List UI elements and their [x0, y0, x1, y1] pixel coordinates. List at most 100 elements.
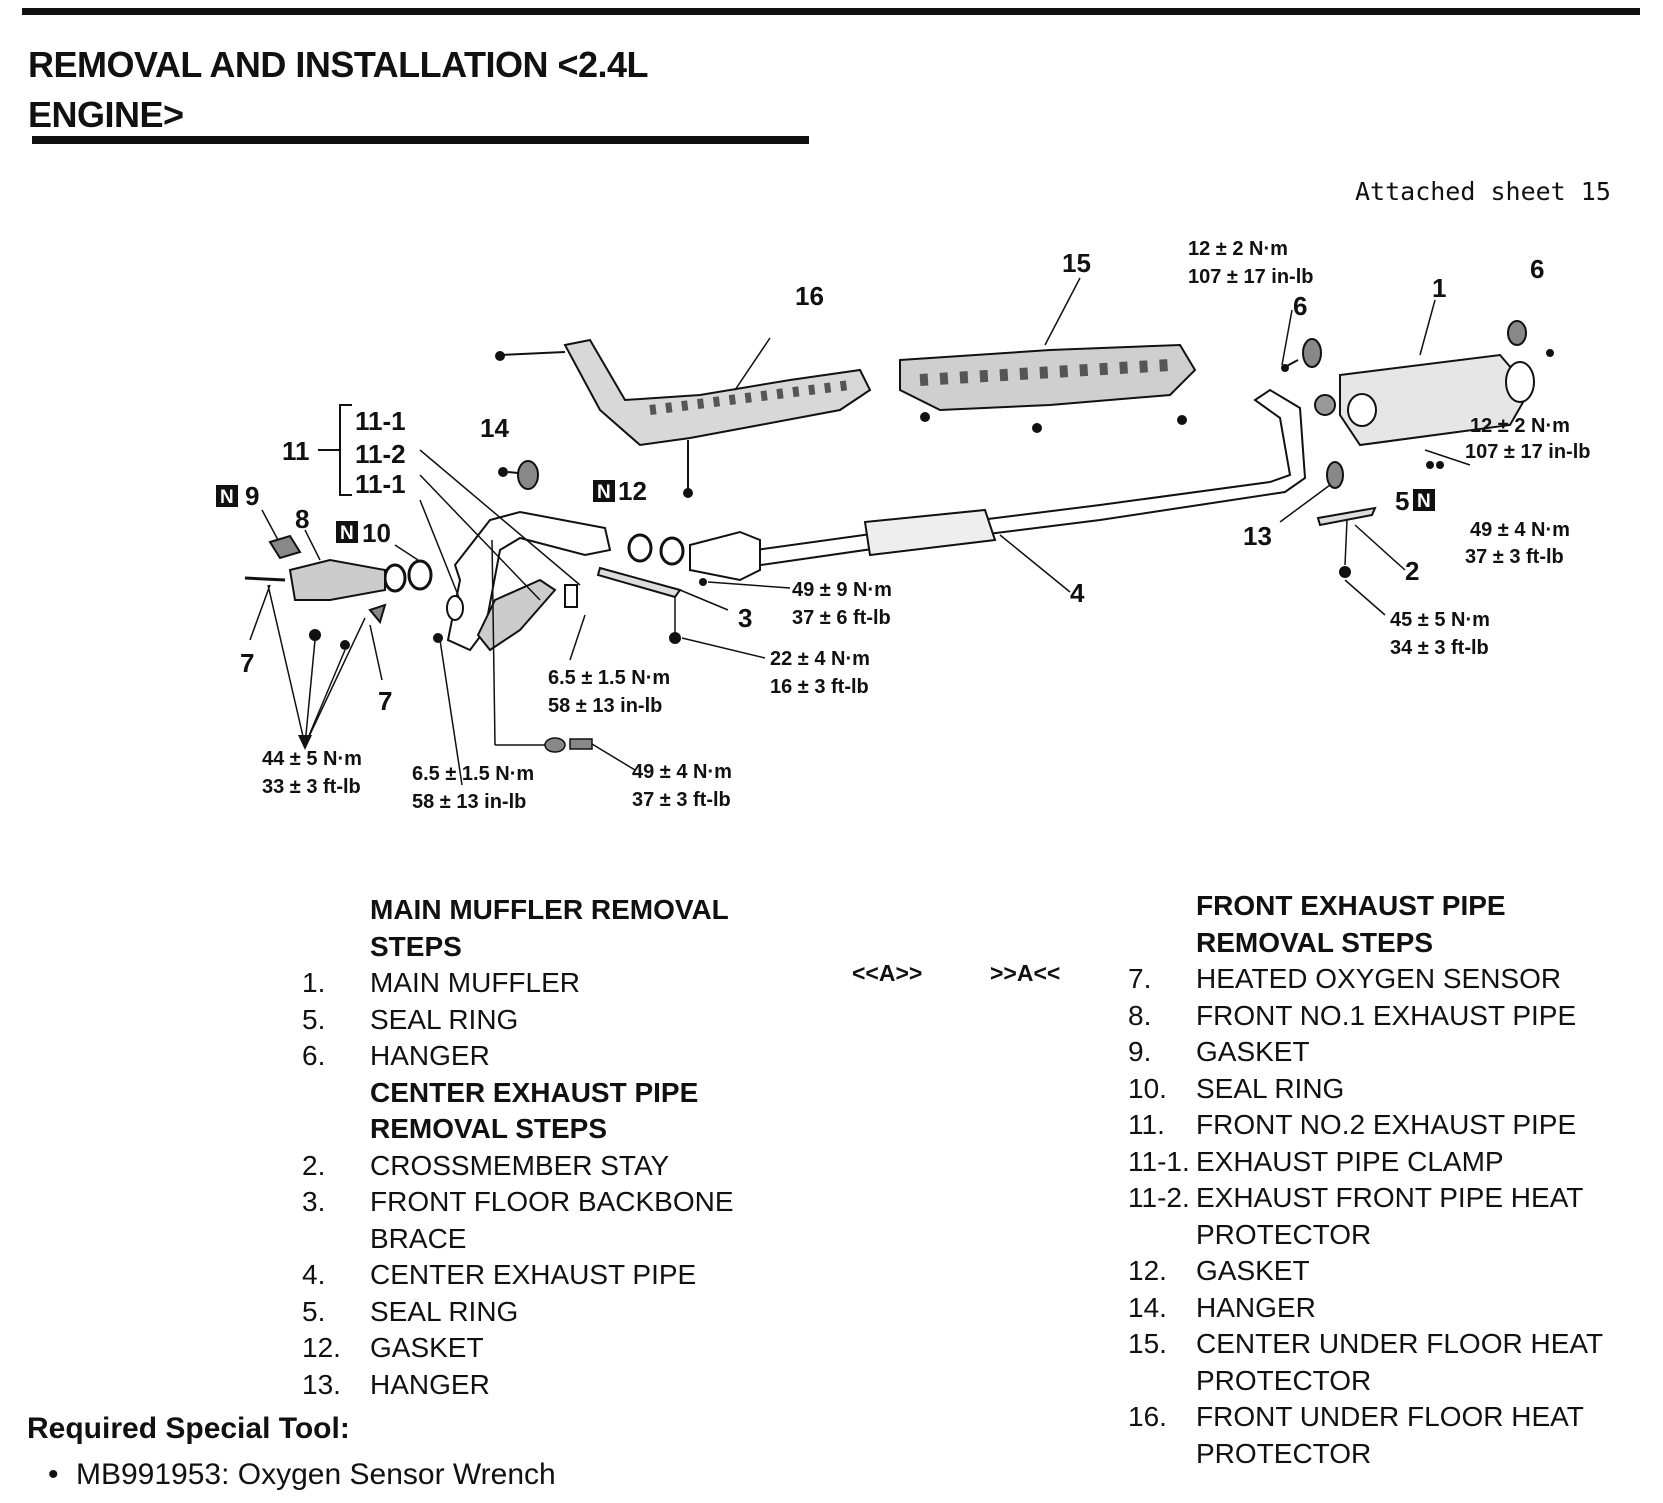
label-11-1a: 11-1 — [355, 406, 406, 436]
title-underline — [32, 136, 809, 144]
label-6a: 6 — [1293, 291, 1307, 321]
list-item: 1.MAIN MUFFLER — [302, 967, 580, 998]
hanger-14 — [517, 460, 539, 490]
front-pipe-header-1: FRONT EXHAUST PIPE — [1196, 890, 1506, 921]
front-floor-backbone-brace — [596, 566, 682, 599]
list-item: 11-1.EXHAUST PIPE CLAMP — [1128, 1145, 1504, 1177]
torque-22-ftlb: 16 ± 3 ft-lb — [770, 676, 869, 698]
label-11-1b: 11-1 — [355, 469, 406, 499]
special-tool-heading: Required Special Tool: — [27, 1412, 350, 1445]
page-title: REMOVAL AND INSTALLATION <2.4L ENGINE> — [28, 40, 788, 140]
front-no1-exhaust-pipe — [288, 558, 386, 601]
list-item: 5.SEAL RING — [302, 1003, 519, 1035]
torque-top-inlb: 107 ± 17 in-lb — [1188, 266, 1313, 288]
list-item: 2.CROSSMEMBER STAY — [302, 1149, 670, 1181]
front-under-floor-heat-protector — [495, 337, 872, 498]
torque-22-nm: 22 ± 4 N·m — [770, 648, 870, 670]
torque-65b-inlb: 58 ± 13 in-lb — [412, 791, 526, 813]
list-item: 15.CENTER UNDER FLOOR HEAT — [1128, 1328, 1604, 1359]
bullet-icon: • — [48, 1458, 59, 1491]
list-item: 11-2.EXHAUST FRONT PIPE HEAT — [1128, 1182, 1584, 1213]
title-line-2: ENGINE> — [28, 94, 184, 135]
label-3: 3 — [738, 603, 752, 633]
list-item: BRACE — [370, 1222, 467, 1254]
center-exhaust-pipe — [689, 388, 1307, 593]
exhaust-system-diagram: Attached sheet 15 — [216, 177, 1611, 813]
torque-49l-ftlb: 37 ± 3 ft-lb — [632, 789, 731, 811]
torque-49r-nm: 49 ± 4 N·m — [1470, 519, 1570, 541]
n-badge-5: N — [1413, 489, 1435, 512]
center-pipe-header-1: CENTER EXHAUST PIPE — [370, 1076, 699, 1108]
torque-65a-inlb: 58 ± 13 in-lb — [548, 695, 662, 717]
hanger-6-left — [1302, 338, 1322, 368]
list-item: 9.GASKET — [1128, 1036, 1310, 1067]
heated-oxygen-sensor-left — [244, 576, 286, 582]
main-muffler-header-1: MAIN MUFFLER REMOVAL — [370, 894, 729, 925]
torque-49l-nm: 49 ± 4 N·m — [632, 761, 732, 783]
list-item: 3.FRONT FLOOR BACKBONE — [302, 1186, 734, 1217]
list-item: 11.FRONT NO.2 EXHAUST PIPE — [1128, 1109, 1577, 1140]
front-pipe-header-2: REMOVAL STEPS — [1196, 926, 1434, 958]
svg-text:N: N — [220, 487, 234, 508]
label-13: 13 — [1243, 521, 1272, 551]
list-item: 14.HANGER — [1128, 1291, 1316, 1323]
list-item: 7.HEATED OXYGEN SENSOR — [1128, 963, 1562, 994]
n-badge-10: N — [336, 521, 358, 544]
label-11: 11 — [282, 436, 310, 466]
label-7a: 7 — [240, 648, 254, 678]
torque-44-nm: 44 ± 5 N·m — [262, 748, 362, 770]
list-item: PROTECTOR — [1196, 1218, 1372, 1250]
removal-marker: <<A>> — [852, 960, 923, 986]
gasket-12 — [627, 533, 653, 563]
label-4: 4 — [1070, 578, 1085, 608]
label-10: 10 — [362, 518, 391, 548]
center-pipe-header-2: REMOVAL STEPS — [370, 1113, 608, 1144]
title-line-1: REMOVAL AND INSTALLATION <2.4L — [28, 44, 649, 85]
torque-44-ftlb: 33 ± 3 ft-lb — [262, 776, 361, 798]
left-steps: MAIN MUFFLER REMOVAL STEPS 1.MAIN MUFFLE… — [302, 892, 734, 1403]
heated-oxygen-sensor-right — [368, 603, 387, 625]
n-badge-12: N — [593, 480, 615, 503]
label-16: 16 — [795, 281, 824, 311]
sheet-label: Attached sheet 15 — [1355, 177, 1611, 206]
torque-49r-ftlb: 37 ± 3 ft-lb — [1465, 546, 1564, 568]
list-item: 5.SEAL RING — [302, 1295, 519, 1327]
front-no2-exhaust-pipe — [419, 449, 636, 786]
label-12: 12 — [618, 476, 647, 506]
procedure-markers: <<A>> >>A<< — [852, 960, 1060, 987]
list-item: 6.HANGER — [302, 1040, 490, 1071]
list-item: 13.HANGER — [302, 1368, 490, 1400]
right-steps: FRONT EXHAUST PIPE REMOVAL STEPS 7.HEATE… — [1128, 888, 1603, 1472]
torque-65a-nm: 6.5 ± 1.5 N·m — [548, 667, 670, 689]
svg-text:N: N — [340, 523, 354, 544]
torque-right-inlb: 107 ± 17 in-lb — [1465, 441, 1590, 463]
list-item: 10.SEAL RING — [1128, 1072, 1345, 1104]
label-6b: 6 — [1530, 254, 1544, 284]
label-2: 2 — [1405, 556, 1419, 586]
label-15: 15 — [1062, 248, 1091, 278]
label-9: 9 — [245, 481, 259, 511]
installation-marker: >>A<< — [990, 960, 1061, 986]
hanger-6-right — [1507, 320, 1527, 346]
main-muffler — [1314, 299, 1535, 469]
label-5: 5 — [1395, 486, 1409, 516]
list-item: PROTECTOR — [1196, 1437, 1372, 1469]
special-tool-item: • MB991953: Oxygen Sensor Wrench — [48, 1458, 556, 1492]
svg-text:N: N — [597, 482, 611, 503]
torque-45-ftlb: 34 ± 3 ft-lb — [1390, 637, 1489, 659]
list-item: 16.FRONT UNDER FLOOR HEAT — [1128, 1401, 1584, 1432]
special-tool-text: MB991953: Oxygen Sensor Wrench — [76, 1458, 556, 1491]
list-item: 12.GASKET — [1128, 1255, 1310, 1286]
list-item: 12.GASKET — [302, 1332, 484, 1363]
main-muffler-header-2: STEPS — [370, 930, 462, 962]
gasket-9 — [268, 534, 302, 560]
torque-45-nm: 45 ± 5 N·m — [1390, 609, 1490, 631]
torque-49c-nm: 49 ± 9 N·m — [792, 579, 892, 601]
label-1: 1 — [1432, 273, 1446, 303]
torque-65b-nm: 6.5 ± 1.5 N·m — [412, 763, 534, 785]
list-item: PROTECTOR — [1196, 1364, 1372, 1396]
center-under-floor-heat-protector — [899, 277, 1197, 433]
crossmember-stay — [1316, 506, 1377, 527]
list-item: 8.FRONT NO.1 EXHAUST PIPE — [1128, 999, 1577, 1031]
list-item: 4.CENTER EXHAUST PIPE — [302, 1259, 697, 1290]
